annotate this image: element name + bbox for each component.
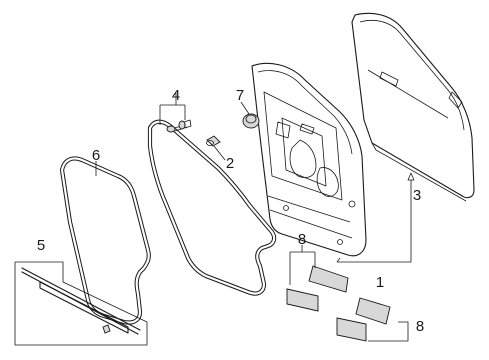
callout-4: 4: [172, 87, 180, 104]
sill-seal-group: [14, 261, 148, 346]
weatherstrip-seal-loop: [59, 156, 151, 325]
door-inner-shell: [251, 62, 367, 257]
callout-3: 3: [413, 187, 421, 204]
callout-5: 5: [37, 237, 45, 254]
silencer-pad-c: [355, 297, 391, 325]
door-bumper: [206, 135, 221, 147]
callout-7: 7: [236, 87, 244, 104]
callout-8-lower: 8: [416, 318, 424, 335]
callout-6: 6: [92, 147, 100, 164]
callout-8-upper: 8: [298, 231, 306, 248]
leader-lines: [95, 93, 415, 342]
silencer-pad-a: [308, 265, 349, 293]
callout-2: 2: [226, 155, 234, 172]
door-outer-panel: [351, 12, 475, 202]
silencer-pad-d: [336, 317, 367, 342]
hole-plug: [242, 113, 260, 129]
retainer-clip: [178, 119, 192, 130]
callout-1: 1: [376, 274, 384, 291]
silencer-pad-b: [286, 288, 319, 312]
door-opening-seal: [147, 119, 277, 296]
